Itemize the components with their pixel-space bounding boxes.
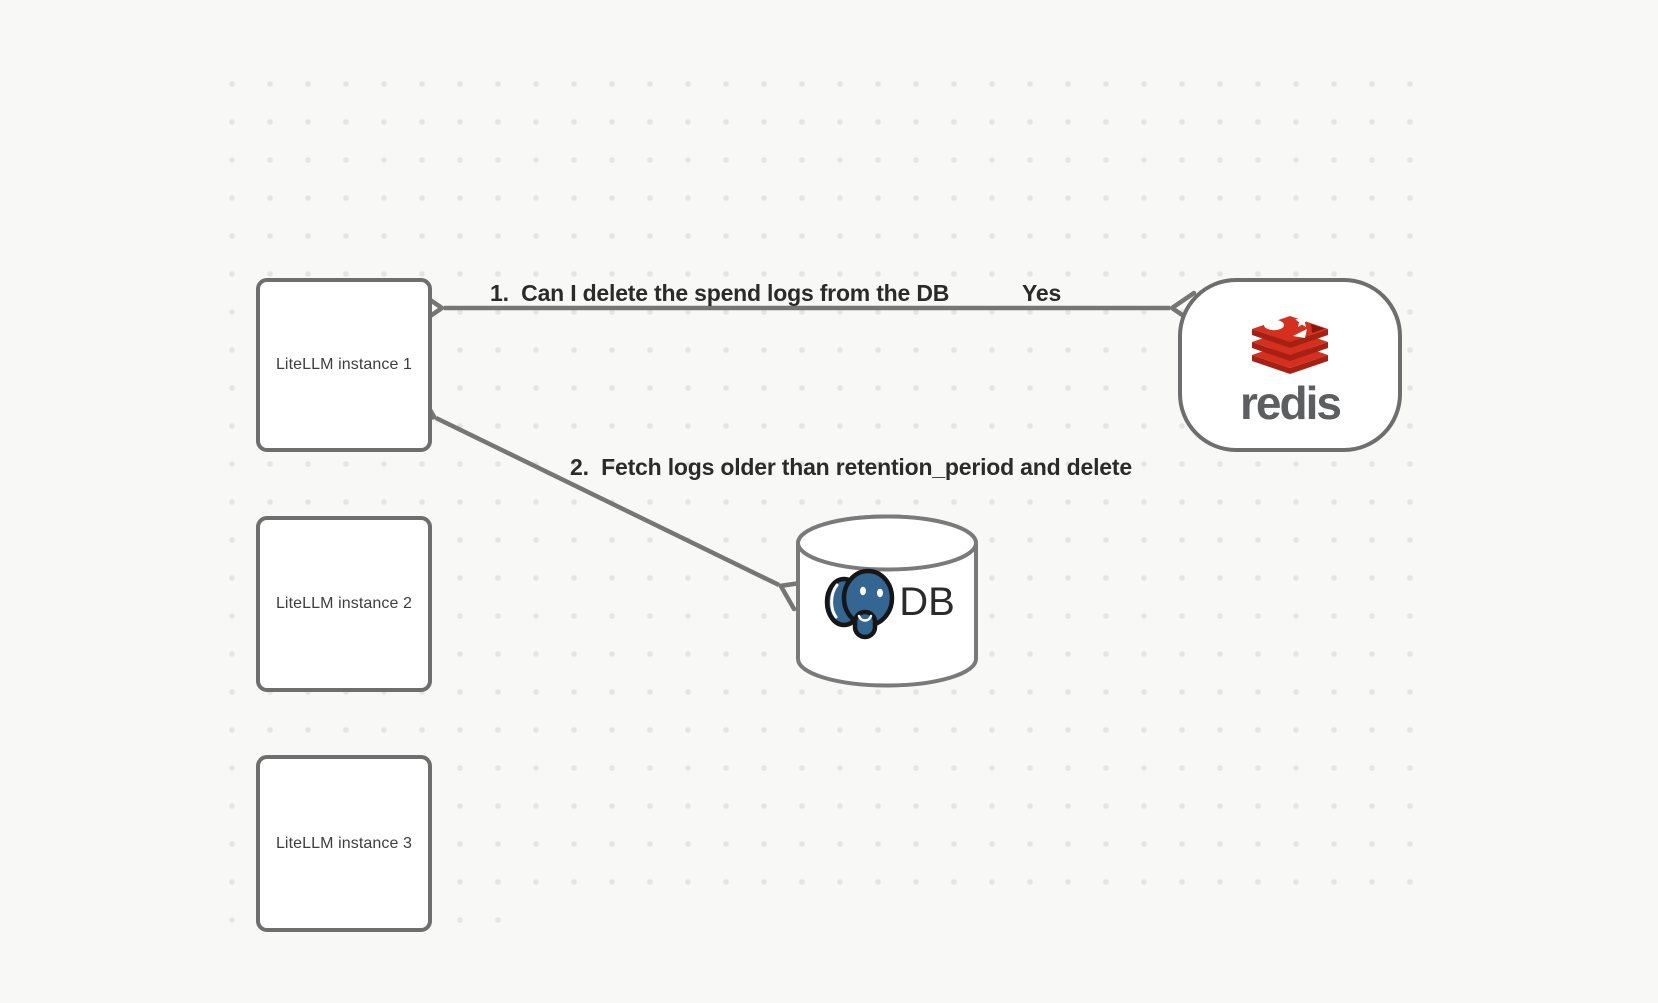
node-label: LiteLLM instance 2 xyxy=(275,595,413,612)
node-litellm-instance-2[interactable]: LiteLLM instance 2 xyxy=(256,516,432,692)
redis-stack-icon xyxy=(1252,314,1328,374)
edge-instance1-db[interactable] xyxy=(405,391,810,612)
node-label: LiteLLM instance 3 xyxy=(275,834,413,852)
db-node-content: DB xyxy=(800,552,975,652)
node-label: LiteLLM instance 1 xyxy=(275,356,413,373)
postgresql-elephant-icon xyxy=(824,568,895,640)
edge-label-delete-spend-logs: 1. Can I delete the spend logs from the … xyxy=(490,280,950,306)
node-litellm-instance-3[interactable]: LiteLLM instance 3 xyxy=(256,755,432,932)
node-redis[interactable]: redis xyxy=(1178,278,1402,452)
db-label: DB xyxy=(899,579,955,624)
edge-label-fetch-logs: 2. Fetch logs older than retention_perio… xyxy=(570,454,1132,480)
node-litellm-instance-1[interactable]: LiteLLM instance 1 xyxy=(256,278,432,452)
redis-wordmark: redis xyxy=(1240,377,1342,429)
edge-label-yes-response: Yes xyxy=(1022,280,1062,306)
